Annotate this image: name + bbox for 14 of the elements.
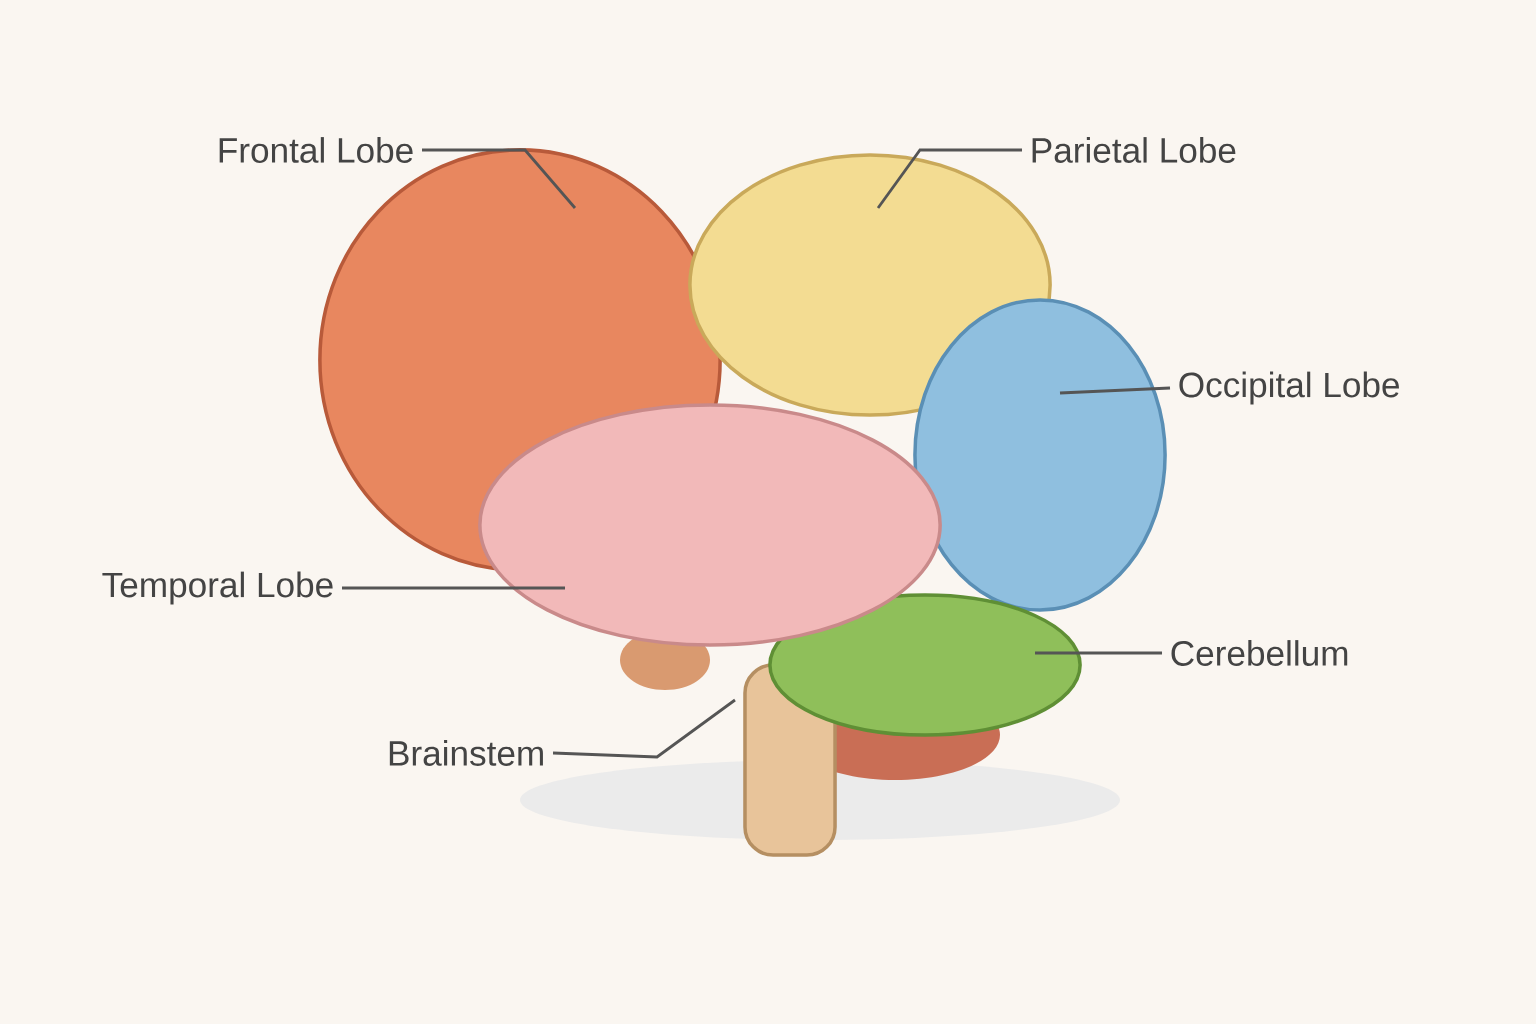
lobe-label: Frontal Lobe (219, 137, 413, 163)
lobe-label: Occipital Lobe (1179, 371, 1399, 405)
leader-line (422, 148, 577, 209)
lobe-label: Cerebellum (1171, 640, 1348, 666)
temporal-lobe-drawing (478, 403, 942, 647)
lobe-label: Parietal Lobe (1032, 137, 1236, 163)
lobe-label: Brainstem (389, 740, 543, 766)
occipital-lobe-drawing (913, 298, 1167, 612)
leader-line (342, 586, 565, 590)
leader-line (1035, 651, 1162, 655)
leader-line (552, 698, 736, 759)
cerebellum-drawing (768, 593, 1082, 737)
leader-line (876, 148, 1022, 209)
lobe-label: Temporal Lobe (102, 571, 333, 605)
